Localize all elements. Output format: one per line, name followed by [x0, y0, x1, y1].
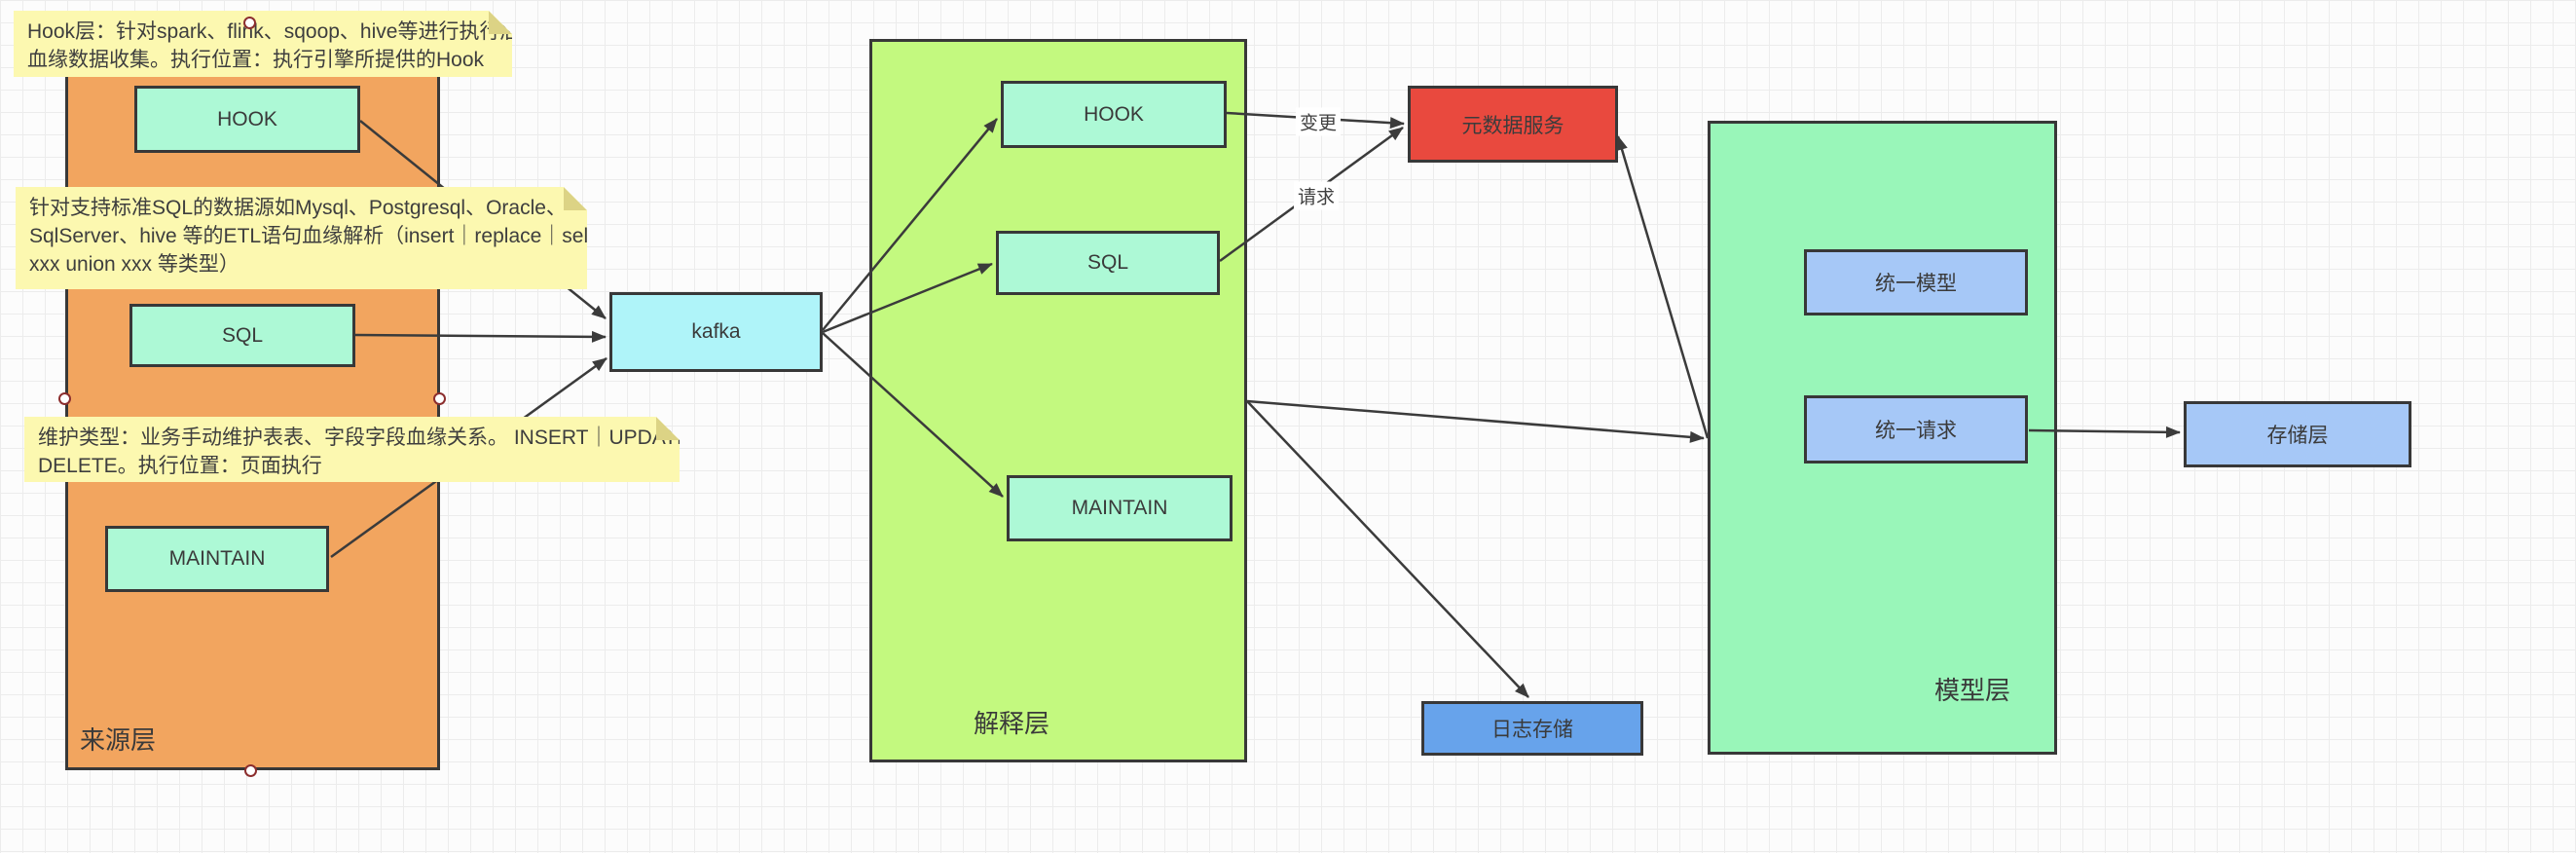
- node-storage-layer-label: 存储层: [2266, 425, 2329, 447]
- node-storage-layer[interactable]: 存储层: [2184, 401, 2411, 467]
- node-metadata-service[interactable]: 元数据服务: [1408, 86, 1618, 163]
- note-hook-layer-line1: Hook层：针对spark、flink、sqoop、hive等进行执行后的: [27, 20, 541, 43]
- edge-model-to-metadata[interactable]: [1616, 135, 1710, 439]
- container-model-layer-label: 模型层: [1934, 676, 2011, 705]
- edge-kafka-to-hookint[interactable]: [822, 118, 998, 331]
- node-sql-source[interactable]: SQL: [129, 304, 355, 367]
- node-maintain-source-label: MAINTAIN: [168, 547, 266, 570]
- note-sql-layer-line2: SqlServer、hive 等的ETL语句血缘解析（insert｜replac…: [29, 225, 637, 247]
- edge-label-request: 请求: [1293, 181, 1340, 210]
- node-kafka[interactable]: kafka: [609, 292, 823, 372]
- edge-label-change: 变更: [1295, 107, 1342, 136]
- node-sql-source-label: SQL: [221, 323, 264, 347]
- edge-interpret-to-model[interactable]: [1246, 399, 1705, 443]
- node-metadata-service-label: 元数据服务: [1461, 114, 1564, 137]
- connection-handle-bottom[interactable]: [244, 764, 257, 777]
- node-sql-interpret-label: SQL: [1086, 251, 1129, 274]
- note-hook-layer-line2: 血缘数据收集。执行位置：执行引擎所提供的Hook: [27, 49, 485, 71]
- node-log-storage-label: 日志存储: [1491, 719, 1573, 741]
- node-unified-request[interactable]: 统一请求: [1804, 395, 2028, 464]
- node-maintain-source[interactable]: MAINTAIN: [105, 526, 329, 592]
- connection-handle-right[interactable]: [433, 392, 446, 405]
- note-sql-layer-line3: xxx union xxx 等类型）: [29, 253, 239, 276]
- node-hook-source[interactable]: HOOK: [134, 86, 360, 153]
- connection-handle-top[interactable]: [243, 17, 256, 29]
- node-hook-interpret-label: HOOK: [1084, 102, 1144, 126]
- note-maintain-type-line2: DELETE。执行位置：页面执行: [38, 455, 322, 477]
- note-maintain-type[interactable]: 维护类型：业务手动维护表表、字段字段血缘关系。 INSERT｜UPDATE ｜ …: [24, 417, 680, 482]
- container-interpret-layer[interactable]: 解释层: [869, 39, 1247, 762]
- node-unified-request-label: 统一请求: [1875, 420, 1957, 442]
- node-kafka-label: kafka: [691, 320, 741, 343]
- container-source-layer[interactable]: 来源层: [65, 46, 440, 770]
- edge-kafka-to-sqlint[interactable]: [822, 262, 993, 334]
- node-hook-source-label: HOOK: [217, 107, 277, 130]
- node-hook-interpret[interactable]: HOOK: [1001, 81, 1227, 148]
- node-sql-interpret[interactable]: SQL: [996, 231, 1220, 295]
- node-maintain-interpret[interactable]: MAINTAIN: [1007, 475, 1233, 541]
- edge-sqlsrc-to-kafka[interactable]: [354, 330, 607, 343]
- note-sql-layer-line1: 针对支持标准SQL的数据源如Mysql、Postgresql、Oracle、: [29, 197, 567, 219]
- note-fold-icon: [656, 417, 680, 440]
- edge-interpret-to-logstorage[interactable]: [1246, 400, 1529, 698]
- node-log-storage[interactable]: 日志存储: [1421, 701, 1643, 756]
- note-hook-layer[interactable]: Hook层：针对spark、flink、sqoop、hive等进行执行后的 血缘…: [14, 11, 512, 77]
- note-fold-icon: [489, 11, 512, 34]
- edge-unifiedrequest-to-storage[interactable]: [2028, 426, 2181, 438]
- note-fold-icon: [564, 187, 587, 210]
- node-unified-model[interactable]: 统一模型: [1804, 249, 2028, 315]
- edge-kafka-to-maintainint[interactable]: [822, 332, 1004, 498]
- note-sql-layer[interactable]: 针对支持标准SQL的数据源如Mysql、Postgresql、Oracle、 S…: [16, 187, 587, 289]
- node-unified-model-label: 统一模型: [1875, 273, 1957, 295]
- connection-handle-left[interactable]: [58, 392, 71, 405]
- container-source-layer-label: 来源层: [80, 725, 157, 755]
- node-maintain-interpret-label: MAINTAIN: [1071, 497, 1168, 519]
- note-maintain-type-line1: 维护类型：业务手动维护表表、字段字段血缘关系。 INSERT｜UPDATE ｜: [38, 426, 717, 449]
- container-interpret-layer-label: 解释层: [974, 709, 1050, 738]
